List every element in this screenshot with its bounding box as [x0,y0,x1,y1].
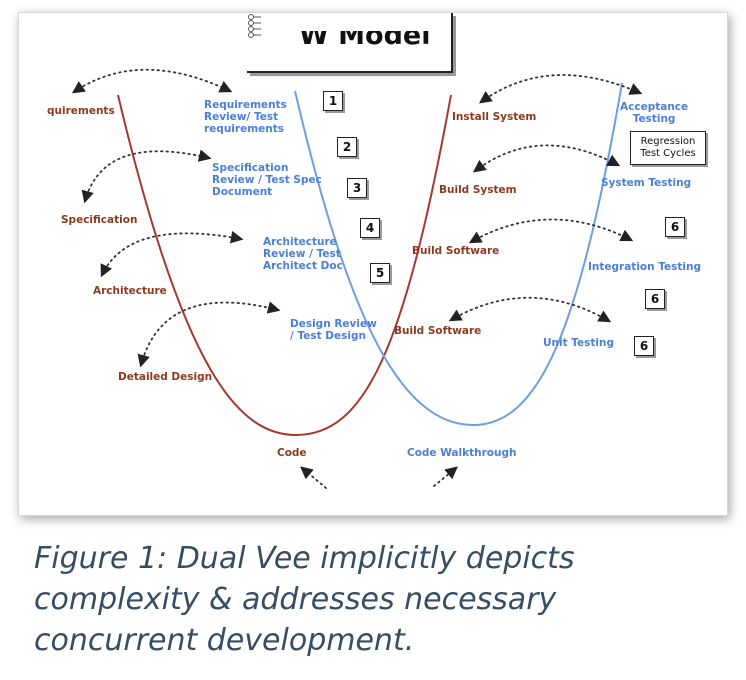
label-requirements: quirements [47,105,115,117]
label-architecture-review: Architecture Review / Test Architect Doc [263,236,343,272]
regression-test-cycles-box: Regression Test Cycles [630,131,706,165]
text-line: Document [212,186,273,198]
label-detailed-design: Detailed Design [118,371,213,383]
step-number-box: 6 [634,336,654,356]
arrow-code [300,466,327,489]
caption-line: concurrent development. [34,623,415,658]
text-line: Testing [632,113,676,125]
text-line: Regression [640,136,696,147]
label-code-walkthrough: Code Walkthrough [407,447,517,459]
label-build-software-1: Build Software [412,245,500,257]
step-number-box: 2 [337,137,357,157]
text-line: / Test Design [290,330,366,342]
label-build-system: Build System [439,184,517,196]
step-number-box: 6 [665,217,685,237]
arrow-design-to-review [137,301,281,368]
step-number-box: 1 [323,91,343,111]
label-build-software-2: Build Software [394,325,482,337]
label-requirements-review: Requirements Review/ Test requirements [204,99,287,135]
label-specification: Specification [61,214,138,226]
notepad-icon [248,14,261,38]
arrow-install-to-acceptance [478,74,643,104]
caption-line: Figure 1: Dual Vee implicitly depicts [34,541,575,576]
label-install-system: Install System [452,111,537,123]
diagram-title-box: W Model [247,13,453,73]
text-line: Architect Doc [263,260,343,272]
text-line: Review/ Test [204,111,279,123]
text-line: Design Review [290,318,377,330]
diagram-title: W Model [299,31,431,50]
text-line: Review / Test [263,248,341,260]
step-number-box: 3 [347,178,367,198]
text-line: Requirements [204,99,287,111]
label-design-review: Design Review / Test Design [290,318,377,342]
step-number-box: 5 [370,263,390,283]
text-line: Architecture [263,236,337,248]
diagram-canvas [71,68,643,489]
arrow-build-software-to-unit [448,296,612,323]
arrow-req-to-review [71,68,233,94]
step-number-box: 4 [360,218,380,238]
label-system-testing: System Testing [601,177,692,189]
text-line: Specification [212,162,289,174]
figure-caption: Figure 1: Dual Vee implicitly depicts co… [34,538,674,661]
label-integration-testing: Integration Testing [588,261,702,273]
step-number-box: 6 [645,289,665,309]
arrow-build-system-to-system-testing [472,144,621,173]
label-specification-review: Specification Review / Test Spec Documen… [212,162,322,198]
development-curve [117,94,452,437]
text-line: requirements [204,123,284,135]
caption-line: complexity & addresses necessary [34,582,557,617]
text-line: Test Cycles [640,148,696,159]
arrow-build-software-to-integration [468,218,634,244]
arrow-spec-to-review [81,149,212,204]
testing-curve [294,82,623,427]
w-model-figure: W Model quirements Specification Archite… [18,12,728,516]
text-line: Acceptance [620,101,689,113]
arrow-arch-to-review [100,230,244,278]
text-line: Review / Test Spec [212,174,322,186]
label-acceptance-testing: Acceptance Testing [620,101,688,125]
label-architecture: Architecture [93,285,167,297]
arrow-code-walkthrough [433,466,458,487]
label-code: Code [277,447,307,459]
label-unit-testing: Unit Testing [543,337,615,349]
